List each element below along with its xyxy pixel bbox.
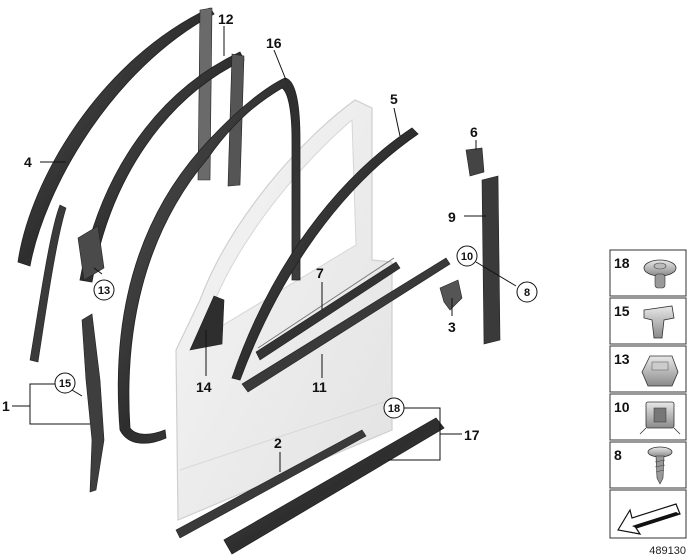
svg-text:10: 10 (461, 251, 473, 263)
part-11-outer-belt-seal (241, 257, 451, 393)
part-5-guide-strip (231, 127, 419, 381)
retainer-clip-icon (641, 355, 679, 387)
callout-9: 9 (448, 209, 456, 225)
callout-8: 8 (516, 281, 538, 303)
part-4-frame-seal-post (197, 7, 213, 181)
callout-5: 5 (390, 91, 398, 107)
part-7-inner-belt-seal (255, 261, 401, 361)
svg-text:10: 10 (614, 399, 630, 415)
legend-item-18: 18 (609, 249, 687, 297)
callout-15: 15 (54, 372, 76, 394)
part-4-frame-seal (17, 7, 215, 267)
callout-14: 14 (196, 379, 212, 395)
callout-6: 6 (470, 124, 478, 140)
part-2-lower-seal (175, 429, 367, 539)
direction-arrow-icon (617, 503, 681, 535)
svg-text:18: 18 (388, 403, 400, 415)
callout-3: 3 (448, 319, 456, 335)
leader-lines (12, 26, 517, 472)
part-3-bracket (439, 279, 463, 311)
part-1-pillar-trim (81, 313, 105, 493)
callout-7: 7 (316, 265, 324, 281)
callout-10: 10 (456, 245, 478, 267)
circled-callouts: 8 10 13 15 18 (54, 245, 538, 419)
callout-11: 11 (312, 379, 327, 395)
part-12-window-channel (79, 51, 245, 283)
part-14-mirror-triangle (189, 295, 225, 351)
callout-18: 18 (383, 397, 405, 419)
svg-text:13: 13 (614, 351, 630, 367)
fastener-legend: 18 15 13 10 (609, 249, 687, 557)
callout-2: 2 (274, 435, 282, 451)
callout-1: 1 (2, 398, 10, 414)
callout-labels: 1 2 3 4 5 6 7 9 11 12 14 16 17 (2, 11, 480, 451)
part-6-cap (465, 147, 485, 177)
part-9-pillar-trim (481, 175, 501, 345)
callout-13: 13 (93, 279, 115, 301)
expanding-clip-icon (643, 305, 675, 339)
diagram-id: 489130 (649, 545, 686, 557)
direction-arrow-box (609, 489, 687, 539)
callout-17: 17 (464, 427, 480, 443)
svg-text:18: 18 (614, 255, 630, 271)
legend-item-13: 13 (609, 345, 687, 393)
part-17-sill-trim (223, 417, 445, 555)
part-4-frame-seal-inner (29, 204, 67, 363)
svg-text:15: 15 (614, 303, 630, 319)
callout-16: 16 (266, 35, 282, 51)
svg-text:13: 13 (98, 285, 110, 297)
legend-item-15: 15 (609, 297, 687, 345)
svg-text:8: 8 (614, 447, 622, 463)
screw-icon (647, 446, 673, 485)
push-rivet-clip-icon (643, 259, 677, 289)
svg-text:15: 15 (59, 378, 71, 390)
svg-text:8: 8 (524, 287, 530, 299)
part-16-door-seal (117, 77, 301, 444)
part-13-mount-bracket (77, 225, 105, 281)
spring-nut-clip-icon (639, 401, 681, 435)
legend-item-10: 10 (609, 393, 687, 441)
callout-4: 4 (24, 154, 32, 170)
callout-12: 12 (218, 11, 234, 27)
legend-item-8: 8 (609, 441, 687, 489)
